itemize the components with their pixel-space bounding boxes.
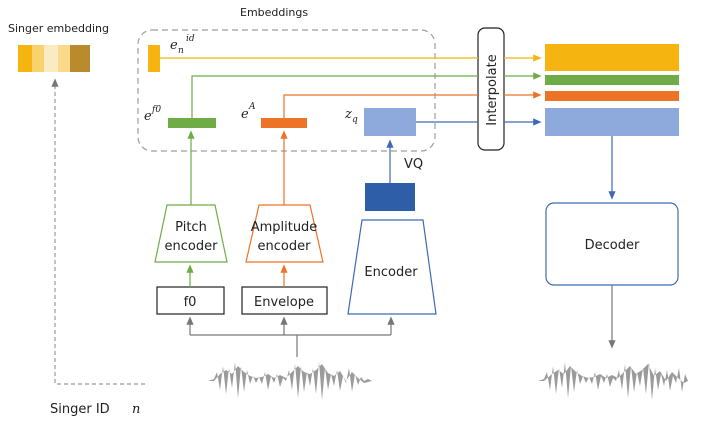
e-f0-math: e f0 [144,105,161,124]
e-a-math: e A [241,102,256,122]
svg-text:f0: f0 [151,105,161,115]
svg-text:n: n [132,402,140,417]
singer-embedding-label: Singer embedding [8,22,109,35]
content-encoder-label: Encoder [364,265,418,280]
interpolated-singer-features [545,44,679,71]
output-waveform [538,362,688,400]
singer-id-embedding-block [148,45,160,72]
interpolate-box [477,27,505,151]
input-waveform [208,362,372,400]
embeddings-title: Embeddings [240,6,308,19]
amplitude-encoder-label-line2: encoder [258,239,312,254]
input-routing-lines [186,316,395,357]
envelope-feature-box [241,286,328,315]
svg-text:e: e [144,109,152,124]
interpolate-label: Interpolate [485,54,500,125]
amplitude-encoder-block [245,204,324,263]
pitch-encoder-block [154,204,228,263]
z-q-math: z q [344,107,358,125]
pitch-encoder-label-line1: Pitch [175,220,207,235]
amplitude-encoder-label-line1: Amplitude [251,220,318,235]
singer-id-dashed-arrow [51,78,145,385]
svg-text:id: id [186,34,195,44]
singer-id-label: Singer ID n [50,402,140,417]
content-encoder-block [347,219,437,315]
singer-embedding-vector [18,45,90,72]
content-embedding-block [364,108,416,136]
envelope-label: Envelope [254,295,314,310]
f0-feature-box [156,286,225,315]
vq-label: VQ [404,157,423,172]
svg-text:n: n [178,46,184,56]
svg-text:e: e [241,107,249,122]
svg-text:e: e [170,38,178,53]
f0-label: f0 [184,295,197,310]
interpolated-content-features [545,108,679,136]
vq-block [365,183,415,211]
amplitude-embedding-line [283,94,478,118]
svg-text:A: A [248,102,256,112]
svg-text:z: z [344,107,352,122]
pitch-embedding-bar [168,118,216,128]
svg-text:Singer ID: Singer ID [50,402,110,417]
svg-text:q: q [352,115,358,125]
decoder-label: Decoder [585,238,640,253]
embeddings-group-box [137,29,436,152]
pitch-embedding-line [191,75,478,118]
interpolated-amplitude-features [545,91,679,101]
interpolated-pitch-features [545,75,679,85]
pitch-encoder-label-line2: encoder [165,239,219,254]
amplitude-embedding-bar [261,118,307,128]
e-n-id-math: e n id [170,34,195,56]
